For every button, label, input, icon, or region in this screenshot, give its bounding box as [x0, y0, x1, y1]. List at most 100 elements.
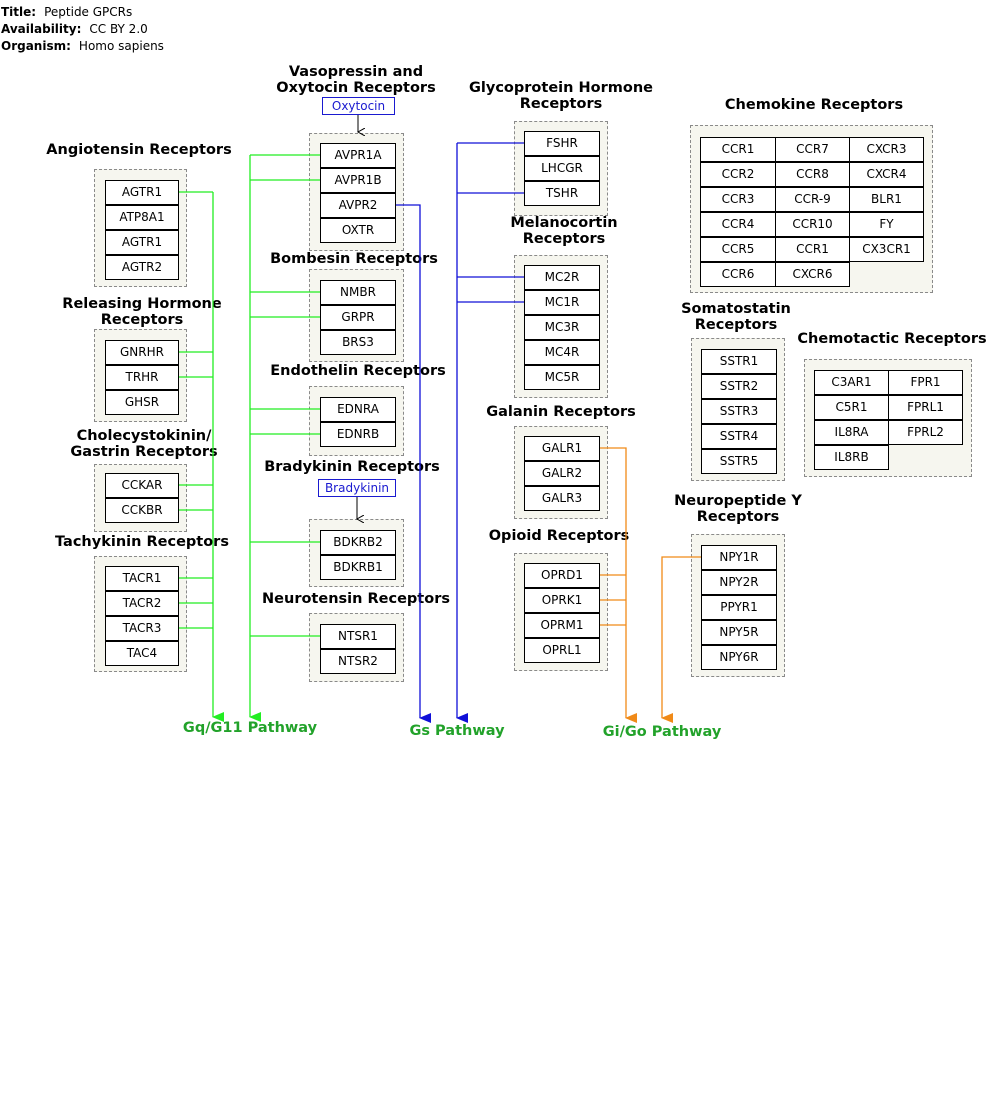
oxytocin-ligand[interactable]: Oxytocin: [322, 97, 395, 115]
gene-galr2[interactable]: GALR2: [524, 461, 600, 486]
gene-avpr1a[interactable]: AVPR1A: [320, 143, 396, 168]
gene-ccr2[interactable]: CCR2: [700, 162, 776, 187]
releasing-title: Releasing Hormone Receptors: [62, 296, 222, 328]
endothelin-title: Endothelin Receptors: [270, 363, 446, 379]
gene-oprk1[interactable]: OPRK1: [524, 588, 600, 613]
meta-availability: Availability:CC BY 2.0: [1, 22, 148, 36]
gene-mc1r[interactable]: MC1R: [524, 290, 600, 315]
bombesin-title: Bombesin Receptors: [270, 251, 438, 267]
gene-bdkrb1[interactable]: BDKRB1: [320, 555, 396, 580]
gene-cckar[interactable]: CCKAR: [105, 473, 179, 498]
gene-ccr1[interactable]: CCR1: [700, 137, 776, 162]
gene-agtr1[interactable]: AGTR1: [105, 180, 179, 205]
gene-sstr3[interactable]: SSTR3: [701, 399, 777, 424]
gene-npy2r[interactable]: NPY2R: [701, 570, 777, 595]
meta-organism: Organism:Homo sapiens: [1, 39, 164, 53]
gene-oprm1[interactable]: OPRM1: [524, 613, 600, 638]
gene-ednrb[interactable]: EDNRB: [320, 422, 396, 447]
opioid-title: Opioid Receptors: [488, 528, 630, 544]
gene-ntsr1[interactable]: NTSR1: [320, 624, 396, 649]
gene-tacr2[interactable]: TACR2: [105, 591, 179, 616]
gene-ppyr1[interactable]: PPYR1: [701, 595, 777, 620]
gene-sstr4[interactable]: SSTR4: [701, 424, 777, 449]
title-value: Peptide GPCRs: [44, 5, 133, 19]
gene-ccr3[interactable]: CCR3: [700, 187, 776, 212]
galanin-title: Galanin Receptors: [486, 404, 636, 420]
gene-gnrhr[interactable]: GNRHR: [105, 340, 179, 365]
gene-cxcr3[interactable]: CXCR3: [849, 137, 924, 162]
gene-sstr2[interactable]: SSTR2: [701, 374, 777, 399]
gene-fpr1[interactable]: FPR1: [888, 370, 963, 395]
gene-tshr[interactable]: TSHR: [524, 181, 600, 206]
gene-ccr6[interactable]: CCR6: [700, 262, 776, 287]
gene-mc5r[interactable]: MC5R: [524, 365, 600, 390]
gene-ccr10[interactable]: CCR10: [775, 212, 850, 237]
gene-galr3[interactable]: GALR3: [524, 486, 600, 511]
chemokine-title: Chemokine Receptors: [724, 97, 904, 113]
gene-ednra[interactable]: EDNRA: [320, 397, 396, 422]
gene-atp8a1[interactable]: ATP8A1: [105, 205, 179, 230]
gene-brs3[interactable]: BRS3: [320, 330, 396, 355]
gi-wire-npy1r: [661, 556, 701, 723]
gene-ccr1-b[interactable]: CCR1: [775, 237, 850, 262]
meta-title: Title:Peptide GPCRs: [1, 5, 133, 19]
somatostatin-title: Somatostatin Receptors: [681, 301, 791, 333]
gene-mc3r[interactable]: MC3R: [524, 315, 600, 340]
gene-il8ra[interactable]: IL8RA: [814, 420, 889, 445]
gene-c3ar1[interactable]: C3AR1: [814, 370, 889, 395]
gene-ccr5[interactable]: CCR5: [700, 237, 776, 262]
gene-avpr2[interactable]: AVPR2: [320, 193, 396, 218]
gs-wire-trunk: [456, 142, 524, 723]
gene-oprd1[interactable]: OPRD1: [524, 563, 600, 588]
gene-cx3cr1[interactable]: CX3CR1: [849, 237, 924, 262]
gene-cxcr4[interactable]: CXCR4: [849, 162, 924, 187]
gene-fy[interactable]: FY: [849, 212, 924, 237]
gene-mc2r[interactable]: MC2R: [524, 265, 600, 290]
gene-cxcr6[interactable]: CXCR6: [775, 262, 850, 287]
gi-wire-trunk: [600, 447, 637, 723]
gene-oprl1[interactable]: OPRL1: [524, 638, 600, 663]
gene-fprl1[interactable]: FPRL1: [888, 395, 963, 420]
gene-tac4[interactable]: TAC4: [105, 641, 179, 666]
gene-blr1[interactable]: BLR1: [849, 187, 924, 212]
gene-npy6r[interactable]: NPY6R: [701, 645, 777, 670]
gene-tacr1[interactable]: TACR1: [105, 566, 179, 591]
gene-ccr4[interactable]: CCR4: [700, 212, 776, 237]
gene-fprl2[interactable]: FPRL2: [888, 420, 963, 445]
gene-nmbr[interactable]: NMBR: [320, 280, 396, 305]
gene-ntsr2[interactable]: NTSR2: [320, 649, 396, 674]
gq-pathway-label: Gq/G11 Pathway: [182, 720, 318, 736]
gene-ghsr[interactable]: GHSR: [105, 390, 179, 415]
bradykinin-ligand[interactable]: Bradykinin: [318, 479, 396, 497]
gene-il8rb[interactable]: IL8RB: [814, 445, 889, 470]
gene-fshr[interactable]: FSHR: [524, 131, 600, 156]
gene-agtr2[interactable]: AGTR2: [105, 255, 179, 280]
gene-grpr[interactable]: GRPR: [320, 305, 396, 330]
neuropeptide-title: Neuropeptide Y Receptors: [674, 493, 802, 525]
gq-wire-left: [179, 191, 224, 722]
bradykinin-title: Bradykinin Receptors: [264, 459, 440, 475]
gene-avpr1b[interactable]: AVPR1B: [320, 168, 396, 193]
gs-pathway-label: Gs Pathway: [409, 723, 505, 739]
gene-ccr8[interactable]: CCR8: [775, 162, 850, 187]
gene-npy5r[interactable]: NPY5R: [701, 620, 777, 645]
gene-tacr3[interactable]: TACR3: [105, 616, 179, 641]
gene-agtr1-b[interactable]: AGTR1: [105, 230, 179, 255]
gene-lhcgr[interactable]: LHCGR: [524, 156, 600, 181]
gi-pathway-label: Gi/Go Pathway: [602, 724, 722, 740]
gene-mc4r[interactable]: MC4R: [524, 340, 600, 365]
gene-npy1r[interactable]: NPY1R: [701, 545, 777, 570]
gene-trhr[interactable]: TRHR: [105, 365, 179, 390]
gene-oxtr[interactable]: OXTR: [320, 218, 396, 243]
gene-c5r1[interactable]: C5R1: [814, 395, 889, 420]
gene-sstr5[interactable]: SSTR5: [701, 449, 777, 474]
angiotensin-title: Angiotensin Receptors: [46, 142, 232, 158]
gene-sstr1[interactable]: SSTR1: [701, 349, 777, 374]
melanocortin-title: Melanocortin Receptors: [510, 215, 618, 247]
gene-galr1[interactable]: GALR1: [524, 436, 600, 461]
gene-ccr7[interactable]: CCR7: [775, 137, 850, 162]
gene-bdkrb2[interactable]: BDKRB2: [320, 530, 396, 555]
gene-cckbr[interactable]: CCKBR: [105, 498, 179, 523]
organism-value: Homo sapiens: [78, 39, 164, 53]
